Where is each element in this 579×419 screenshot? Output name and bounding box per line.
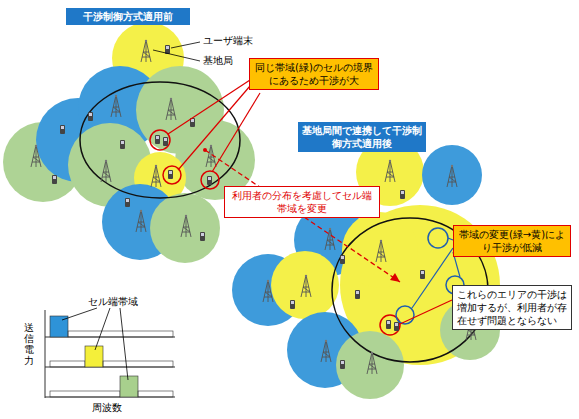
- callout-box: 同じ帯域(緑)のセルの境界にあるため干渉が大: [249, 58, 379, 90]
- title-box: 干渉制御方式適用前: [66, 8, 190, 25]
- chart-label: セル端帯域: [88, 296, 138, 308]
- axis-label: 周波数: [92, 402, 122, 414]
- box-text: 帯域の変更(緑→黄)により干渉が低減: [458, 228, 566, 254]
- note-box: これらのエリアの干渉は増加するが、利用者が存在せず問題とならない: [452, 285, 572, 330]
- note-box: 利用者の分布を考慮してセル端帯域を変更: [224, 186, 380, 218]
- box-text: 利用者の分布を考慮してセル端帯域を変更: [229, 189, 375, 215]
- callout-box: 帯域の変更(緑→黄)により干渉が低減: [453, 225, 571, 257]
- part-label: ユーザ端末: [203, 35, 253, 47]
- axis-label: 送信電力: [24, 322, 34, 366]
- box-text: 基地局間で連携して干渉制御方式適用後: [302, 124, 422, 150]
- box-text: 干渉制御方式適用前: [70, 10, 186, 23]
- part-label: 基地局: [203, 55, 233, 67]
- box-text: これらのエリアの干渉は増加するが、利用者が存在せず問題とならない: [457, 288, 567, 327]
- title-box: 基地局間で連携して干渉制御方式適用後: [298, 122, 426, 152]
- box-text: 同じ帯域(緑)のセルの境界にあるため干渉が大: [254, 61, 374, 87]
